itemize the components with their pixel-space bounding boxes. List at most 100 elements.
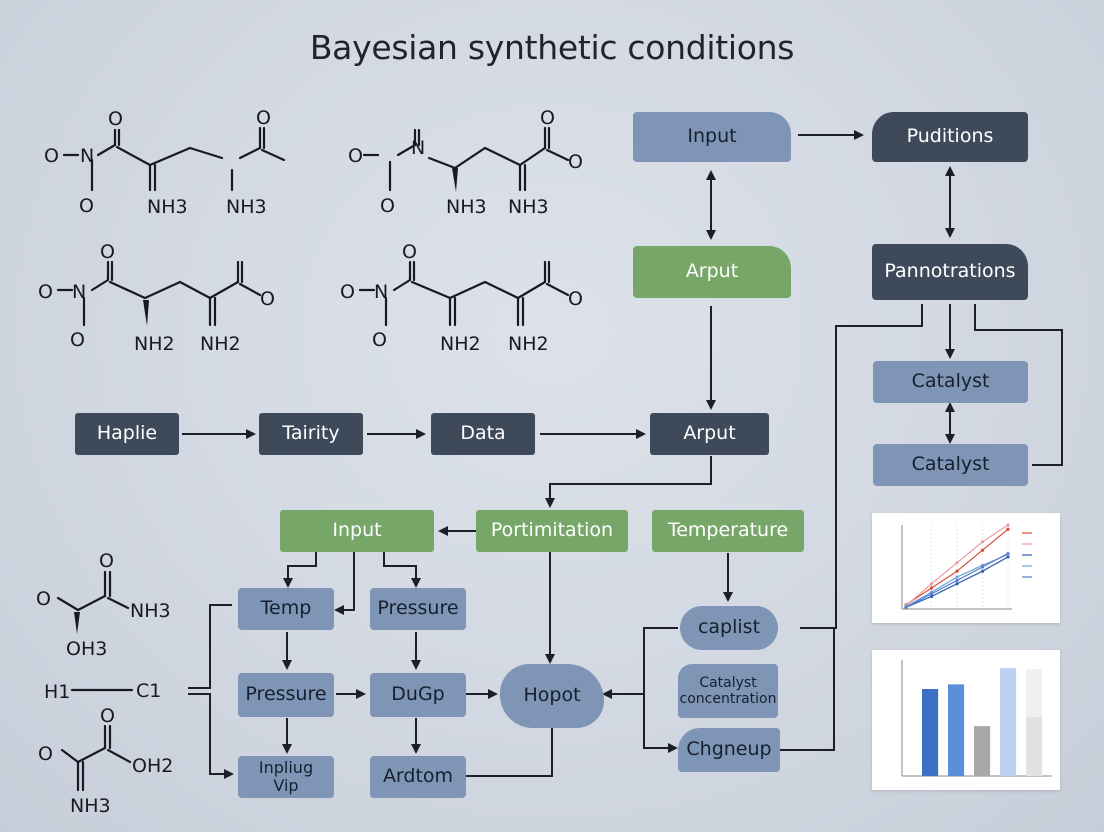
mol1-o-bottom: O: [79, 195, 94, 217]
mol5-hydroxyl: OH3: [66, 638, 107, 660]
pressure-mid-box[interactable]: Pressure: [238, 673, 334, 717]
mol4-o-top: O: [402, 241, 417, 263]
puditions-box[interactable]: Puditions: [872, 112, 1028, 162]
caplist-label: caplist: [697, 616, 761, 639]
mol2-n: N: [411, 137, 425, 159]
catalyst-1-label: Catalyst: [911, 370, 990, 393]
mol2-o-right: O: [568, 151, 583, 173]
line-point-4-3: [980, 565, 985, 569]
catalyst-box-2[interactable]: Catalyst: [873, 444, 1028, 486]
temperature-box[interactable]: Temperature: [652, 510, 804, 552]
mol4-amine-2: NH2: [508, 333, 549, 355]
input-green-label: Input: [332, 519, 382, 542]
portimitation-box[interactable]: Portimitation: [476, 510, 628, 552]
tairity-box[interactable]: Tairity: [259, 413, 363, 455]
haplie-label: Haplie: [96, 422, 158, 445]
c1-label: C1: [136, 680, 161, 702]
pressure-top-box[interactable]: Pressure: [370, 588, 466, 630]
hopot-cloud[interactable]: Hopot: [500, 664, 604, 728]
mol3-o-bottom: O: [70, 329, 85, 351]
pressure-top-label: Pressure: [377, 597, 459, 620]
data-label: Data: [460, 422, 506, 445]
line-chart: [901, 523, 1032, 610]
puditions-label: Puditions: [906, 125, 994, 148]
line-point-2-1: [929, 594, 934, 598]
dugp-box[interactable]: DuGp: [370, 673, 466, 717]
mol1-n: N: [80, 145, 94, 167]
line-point-2-4: [1006, 555, 1010, 559]
caplist-box[interactable]: caplist: [680, 606, 778, 650]
line-point-1-3: [980, 540, 985, 544]
mol3-o-top: O: [100, 241, 115, 263]
haplie-box[interactable]: Haplie: [75, 413, 179, 455]
line-point-0-2: [955, 569, 959, 573]
ardtom-label: Ardtom: [382, 765, 454, 788]
arput-green-box[interactable]: Arput: [633, 246, 791, 298]
inpliug-vip-label: Inpliug Vip: [258, 757, 314, 795]
line-point-4-0: [904, 605, 908, 609]
bar-chart: [901, 660, 1052, 777]
portimitation-label: Portimitation: [490, 519, 614, 542]
pressure-mid-label: Pressure: [245, 683, 327, 706]
pannotrations-box[interactable]: Pannotrations: [872, 244, 1028, 300]
line-point-1-4: [1006, 523, 1010, 527]
bar-1: [948, 684, 965, 776]
mol5-amine: NH3: [130, 600, 171, 622]
mol6-amine: NH3: [70, 795, 111, 817]
h1-label: H1: [44, 681, 70, 703]
line-point-1-1: [929, 582, 934, 586]
hopot-label: Hopot: [523, 684, 581, 707]
mol2-o-left: O: [348, 145, 363, 167]
mol1-o-top: O: [108, 108, 123, 130]
mol3-amine-2: NH2: [200, 333, 241, 355]
mol2-o-bottom: O: [380, 195, 395, 217]
mol5-o-left: O: [36, 588, 51, 610]
chgneup-label: Chgneup: [686, 738, 772, 761]
bar-3: [1000, 668, 1017, 776]
temp-box[interactable]: Temp: [238, 588, 334, 630]
data-box[interactable]: Data: [431, 413, 535, 455]
page-title: Bayesian synthetic conditions: [309, 28, 795, 67]
line-chart-card: [872, 513, 1060, 623]
mol4-n: N: [374, 281, 388, 303]
line-point-0-4: [1006, 527, 1010, 531]
mol1-o-top2: O: [256, 107, 271, 129]
line-point-2-3: [980, 569, 985, 573]
catalyst-concentration-label: Catalyst concentration: [679, 674, 777, 707]
tairity-label: Tairity: [282, 422, 340, 445]
catalyst-concentration-box[interactable]: Catalyst concentration: [678, 664, 778, 718]
mol1-amine-1: NH3: [147, 196, 188, 218]
input-top-box[interactable]: Input: [633, 112, 791, 162]
bar-chart-card: [872, 650, 1060, 790]
mol3-o-right: O: [260, 288, 275, 310]
mol3-n: N: [72, 281, 86, 303]
input-green-box[interactable]: Input: [280, 510, 434, 552]
bar-0: [922, 689, 939, 776]
mol2-o-top: O: [540, 107, 555, 129]
temp-label: Temp: [260, 597, 312, 620]
inpliug-vip-box[interactable]: Inpliug Vip: [238, 756, 334, 798]
arput-green-label: Arput: [685, 260, 739, 283]
mol4-amine-1: NH2: [440, 333, 481, 355]
chgneup-box[interactable]: Chgneup: [678, 728, 780, 772]
line-point-0-3: [980, 548, 985, 552]
line-point-4-1: [929, 592, 934, 596]
mol5-o-top: O: [99, 550, 114, 572]
arput-dark-box[interactable]: Arput: [650, 413, 769, 455]
dugp-label: DuGp: [391, 683, 445, 706]
mol2-amine-2: NH3: [508, 196, 549, 218]
mol4-o-left: O: [340, 281, 355, 303]
mol6-hydroxyl: OH2: [132, 755, 173, 777]
line-point-2-2: [955, 582, 959, 586]
catalyst-box-1[interactable]: Catalyst: [873, 361, 1028, 403]
mol3-amine-1: NH2: [134, 333, 175, 355]
ardtom-box[interactable]: Ardtom: [370, 756, 466, 798]
line-point-4-2: [955, 578, 959, 583]
mol2-amine-1: NH3: [446, 196, 487, 218]
bar-4: [1026, 716, 1043, 776]
arput-dark-label: Arput: [683, 422, 736, 445]
catalyst-2-label: Catalyst: [911, 453, 990, 476]
mol6-o-left: O: [38, 743, 53, 765]
pannotrations-label: Pannotrations: [884, 260, 1016, 283]
